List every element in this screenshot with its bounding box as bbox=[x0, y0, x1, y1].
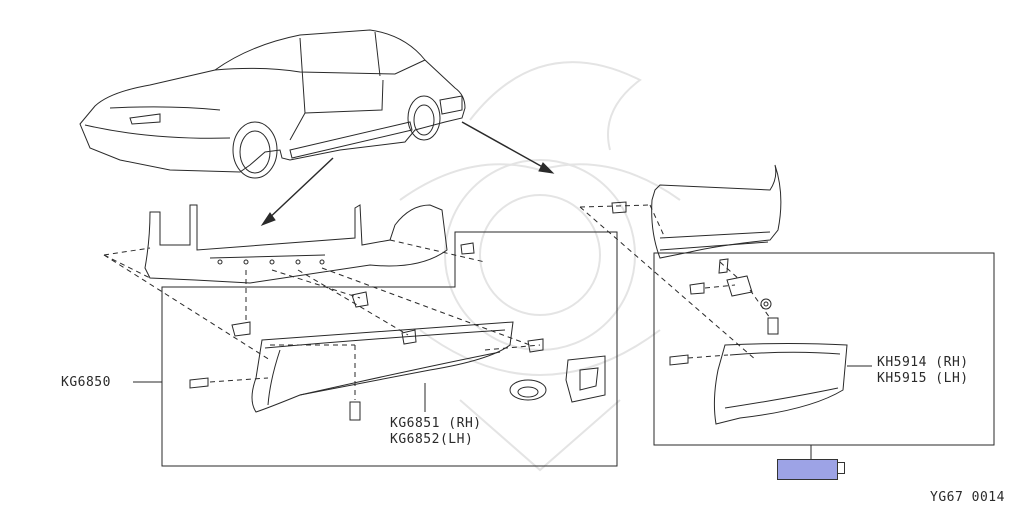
clips-left bbox=[189, 242, 606, 421]
left-dashed-guides bbox=[103, 239, 541, 400]
arrow-right bbox=[461, 121, 555, 174]
label-kh5915-lh: KH5915 (LH) bbox=[877, 371, 969, 386]
swatch-tab bbox=[838, 462, 845, 474]
right-inner-frame bbox=[653, 252, 995, 446]
label-kg6850: KG6850 bbox=[61, 375, 111, 390]
watermark-emblem bbox=[399, 61, 681, 472]
left-body-section bbox=[144, 204, 448, 284]
left-inner-frame bbox=[161, 231, 618, 467]
side-sill-garnish-left bbox=[251, 321, 514, 413]
diagram-id: YG67 0014 bbox=[930, 490, 1005, 505]
right-dashed-guides bbox=[579, 204, 771, 361]
right-body-section bbox=[651, 164, 782, 259]
label-kg6851-rh: KG6851 (RH) bbox=[390, 416, 482, 431]
color-swatch[interactable] bbox=[777, 459, 838, 480]
car-illustration bbox=[79, 29, 466, 179]
label-kg6852-lh: KG6852(LH) bbox=[390, 432, 474, 447]
arrow-left bbox=[260, 157, 334, 227]
side-sill-garnish-right bbox=[713, 343, 848, 425]
clips-right bbox=[611, 201, 779, 366]
label-kh5914-rh: KH5914 (RH) bbox=[877, 355, 969, 370]
